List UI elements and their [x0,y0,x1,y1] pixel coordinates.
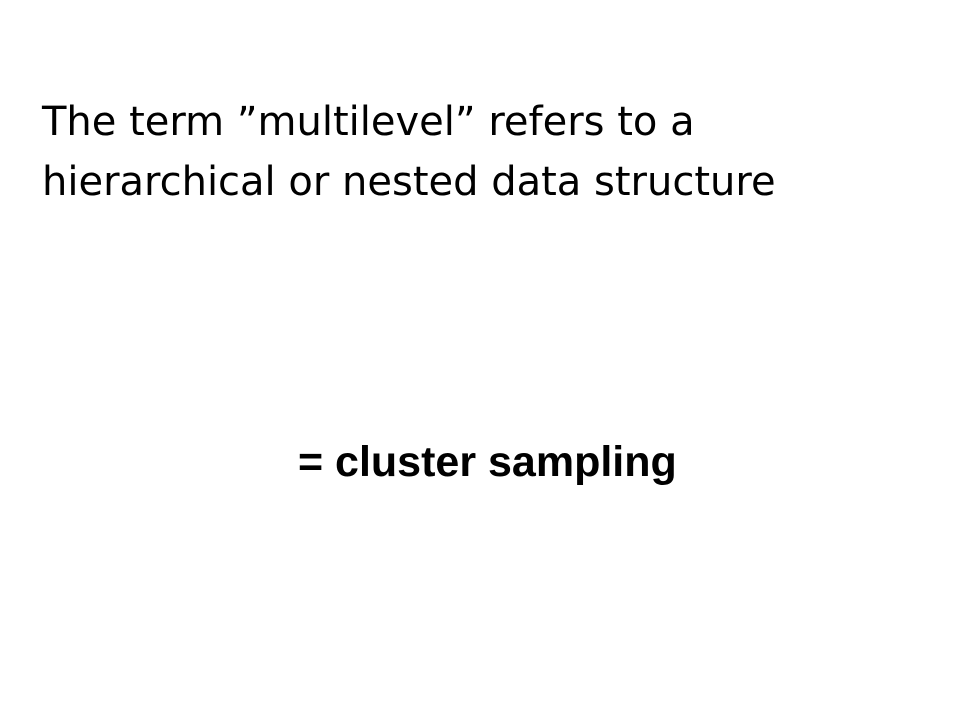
slide-body-text: = cluster sampling [298,438,677,486]
slide-title-line-1: The term ”multilevel” refers to a [42,99,695,145]
slide-title-line-2: hierarchical or nested data structure [42,159,776,205]
slide-title: The term ”multilevel” refers to a hierar… [42,92,922,212]
